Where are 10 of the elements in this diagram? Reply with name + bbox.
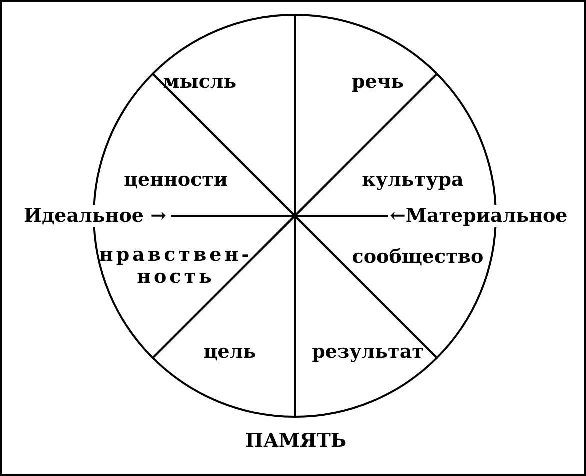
- side-label: ←Материальное: [389, 205, 569, 227]
- sector-label: нравствен- ность: [98, 244, 254, 288]
- sector-label: речь: [352, 71, 404, 93]
- side-label: Идеальное →: [23, 205, 168, 227]
- sector-label: ценности: [124, 168, 228, 191]
- sector-label: цель: [204, 341, 256, 363]
- sector-label: мысль: [163, 71, 237, 93]
- sector-label: сообщество: [352, 246, 484, 268]
- sector-label: результат: [312, 341, 424, 363]
- sector-label: культура: [362, 168, 464, 191]
